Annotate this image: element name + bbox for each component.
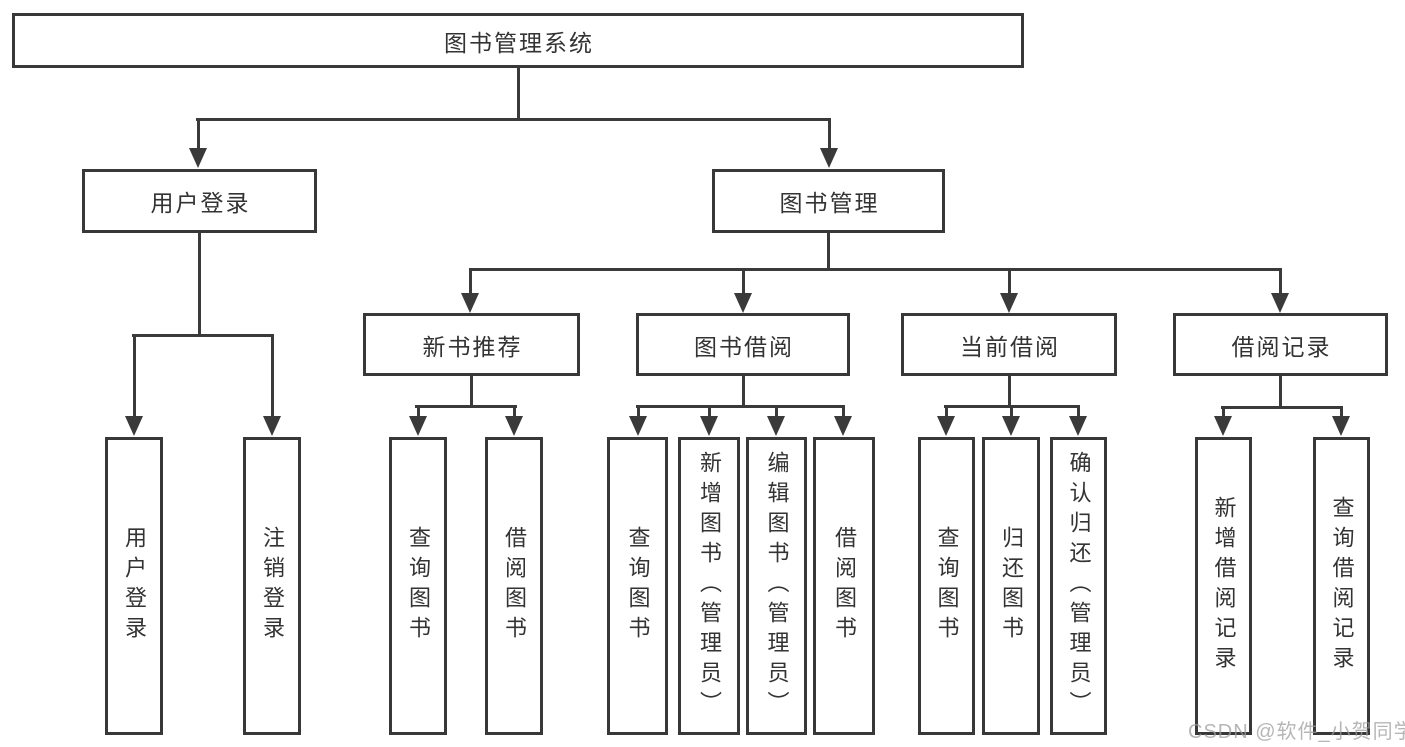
connector-arrow-shaft [842,406,845,418]
node-book-management: 图书管理 [712,169,945,233]
node-query-borrow-record: 查询借阅记录 [1313,437,1370,735]
node-current-borrowing: 当前借阅 [901,313,1117,376]
node-label: 借阅记录 [1231,333,1332,360]
node-query-books-2: 查询图书 [607,437,668,735]
node-label: 新书推荐 [422,333,523,360]
node-label: 查询借阅记录 [1329,496,1355,676]
node-query-books-3: 查询图书 [918,437,975,735]
node-label: 注销登录 [260,526,285,646]
node-book-borrowing: 图书借阅 [636,313,850,376]
connector-line [827,232,830,270]
node-borrow-records: 借阅记录 [1173,313,1388,376]
connector-line [1008,375,1011,407]
node-new-book-recommend: 新书推荐 [363,313,580,376]
connector-arrowhead [461,293,479,313]
node-return-books: 归还图书 [982,437,1040,735]
connector-arrowhead [1271,293,1289,313]
connector-arrow-shaft [513,406,516,418]
node-label: 新增图书（管理员） [697,451,722,721]
connector-arrow-shaft [1222,407,1225,418]
node-add-borrow-record: 新增借阅记录 [1195,437,1252,735]
node-edit-books-admin: 编辑图书（管理员） [746,437,807,735]
connector-line [198,232,201,336]
connector-arrowhead [189,148,207,168]
node-user-login: 用户登录 [82,169,317,233]
connector-arrowhead [1069,416,1087,436]
node-label: 确认归还（管理员） [1066,451,1092,721]
connector-line [636,405,845,408]
node-label: 编辑图书（管理员） [764,451,790,721]
connector-arrow-shaft [1077,406,1080,418]
node-confirm-return-admin: 确认归还（管理员） [1050,437,1107,735]
node-root: 图书管理系统 [12,13,1024,68]
node-label: 图书管理系统 [444,29,594,56]
node-label: 查询图书 [625,526,651,646]
connector-arrow-shaft [197,119,200,150]
node-label: 借阅图书 [832,526,857,646]
node-label: 用户登录 [150,190,251,216]
connector-arrow-shaft [271,335,274,418]
connector-arrow-shaft [133,335,136,418]
connector-line [1221,406,1343,409]
connector-arrowhead [820,148,838,168]
connector-arrowhead [700,416,718,436]
connector-arrowhead [1332,416,1350,436]
connector-arrow-shaft [742,269,745,295]
connector-arrowhead [505,416,523,436]
connector-arrowhead [409,416,427,436]
connector-arrowhead [629,416,647,436]
connector-arrow-shaft [775,406,778,418]
node-query-books-1: 查询图书 [389,437,447,735]
connector-line [469,268,1282,271]
connector-arrow-shaft [828,119,831,150]
connector-line [517,67,520,120]
connector-line [470,375,473,407]
connector-arrowhead [1002,416,1020,436]
connector-arrow-shaft [1008,269,1011,295]
connector-arrow-shaft [945,406,948,418]
connector-arrow-shaft [469,269,472,295]
connector-line [132,334,274,337]
node-label: 查询图书 [406,526,431,646]
connector-arrowhead [937,416,955,436]
node-borrow-books-2: 借阅图书 [813,437,875,735]
connector-arrow-shaft [1279,269,1282,295]
node-label: 借阅图书 [502,526,527,646]
node-label: 新增借阅记录 [1211,496,1237,676]
connector-arrowhead [125,416,143,436]
connector-arrowhead [263,416,281,436]
node-label: 当前借阅 [960,333,1060,360]
node-user-login-leaf: 用户登录 [105,437,163,735]
node-add-books-admin: 新增图书（管理员） [678,437,740,735]
node-label: 图书借阅 [694,333,794,360]
connector-arrowhead [767,416,785,436]
connector-line [1279,375,1282,408]
node-label: 用户登录 [122,526,147,646]
node-logout: 注销登录 [243,437,301,735]
connector-arrow-shaft [708,406,711,418]
csdn-watermark: CSDN @软件_小贺同学 [1188,721,1405,743]
connector-line [415,405,517,408]
connector-arrow-shaft [1340,407,1343,418]
connector-arrowhead [1214,416,1232,436]
node-borrow-books-1: 借阅图书 [485,437,543,735]
connector-arrowhead [734,293,752,313]
connector-arrow-shaft [637,406,640,418]
connector-arrow-shaft [1010,406,1013,418]
connector-line [196,118,831,121]
node-label: 查询图书 [934,526,960,646]
connector-arrowhead [1000,293,1018,313]
connector-arrowhead [834,416,852,436]
node-label: 归还图书 [999,526,1024,646]
connector-line [742,375,745,407]
node-label: 图书管理 [779,190,880,216]
connector-arrow-shaft [417,406,420,418]
